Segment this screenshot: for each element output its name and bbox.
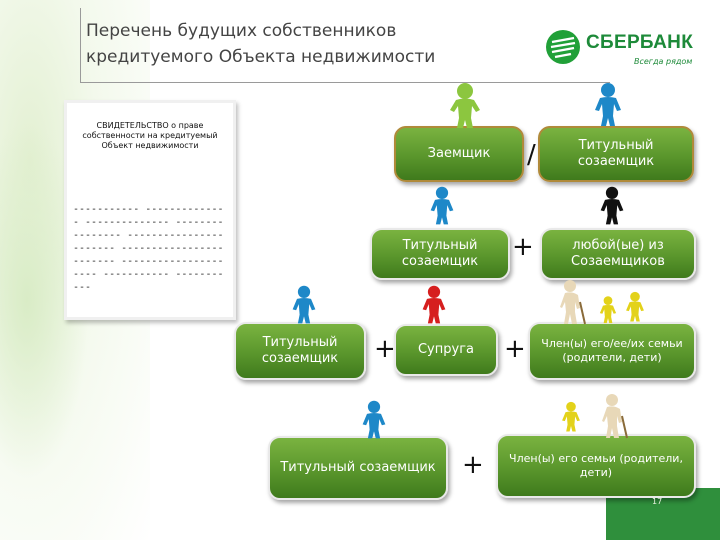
node-zaemshik-label: Заемщик [427,146,491,161]
node-titular-mid-label: Титульный созаемщик [401,238,479,269]
node-family-members-bottom: Член(ы) его семьи (родители, дети) [496,434,696,498]
node-titular-bottom-label: Титульный созаемщик [280,460,436,475]
node-titular-top-right: Титульный созаемщик [538,126,694,182]
certificate-card: СВИДЕТЕЛЬСТВО о праве собственности на к… [64,100,236,320]
person-yellow-icon [598,294,618,330]
person-blue-icon [360,398,388,446]
title-line-1: Перечень будущих собственников [86,21,397,41]
plus-operator-row2: + [512,232,534,262]
sberbank-logo: СБЕРБАНК Всегда рядом [544,24,704,72]
logo-name: СБЕРБАНК [586,32,694,53]
plus-operator-row3-right: + [504,334,526,364]
slash-operator: / [527,140,536,170]
node-any-co-borrower-label: любой(ые) из Созаемщиков [571,238,665,269]
elderly-person-icon [600,392,632,444]
node-titular-left: Титульный созаемщик [234,322,366,380]
sberbank-logo-icon [544,28,582,66]
title-rule-vertical [80,8,81,83]
person-black-icon [598,184,626,232]
elderly-person-icon [558,278,590,330]
logo-slogan: Всегда рядом [634,57,693,66]
person-red-icon [420,284,448,330]
person-blue-icon [290,284,318,330]
node-family-members-bottom-label: Член(ы) его семьи (родители, дети) [509,452,683,479]
page-number: 17 [652,497,663,506]
person-green-icon [447,82,483,134]
plus-operator-row4: + [462,450,484,480]
node-titular-mid: Титульный созаемщик [370,228,510,280]
person-blue-icon [592,82,624,132]
plus-operator-row3-left: + [374,334,396,364]
certificate-title: СВИДЕТЕЛЬСТВО о праве собственности на к… [82,121,218,150]
node-spouse: Супруга [394,324,498,376]
node-titular-bottom: Титульный созаемщик [268,436,448,500]
node-any-co-borrower: любой(ые) из Созаемщиков [540,228,696,280]
node-spouse-label: Супруга [417,342,474,357]
title-line-2: кредитуемого Объекта недвижимости [86,47,436,67]
node-titular-left-label: Титульный созаемщик [261,335,339,366]
title-rule [80,82,610,83]
certificate-dashes: ----------- -------------- -------------… [73,204,224,293]
node-zaemshik: Заемщик [394,126,524,182]
person-yellow-icon [560,400,582,438]
person-yellow-icon [624,290,646,328]
node-titular-top-right-label: Титульный созаемщик [577,138,655,169]
node-family-members-right: Член(ы) его/ее/их семьи (родители, дети) [528,322,696,380]
person-blue-icon [428,184,456,232]
page-title: Перечень будущих собственников кредитуем… [86,18,506,70]
node-family-members-right-label: Член(ы) его/ее/их семьи (родители, дети) [541,337,683,364]
